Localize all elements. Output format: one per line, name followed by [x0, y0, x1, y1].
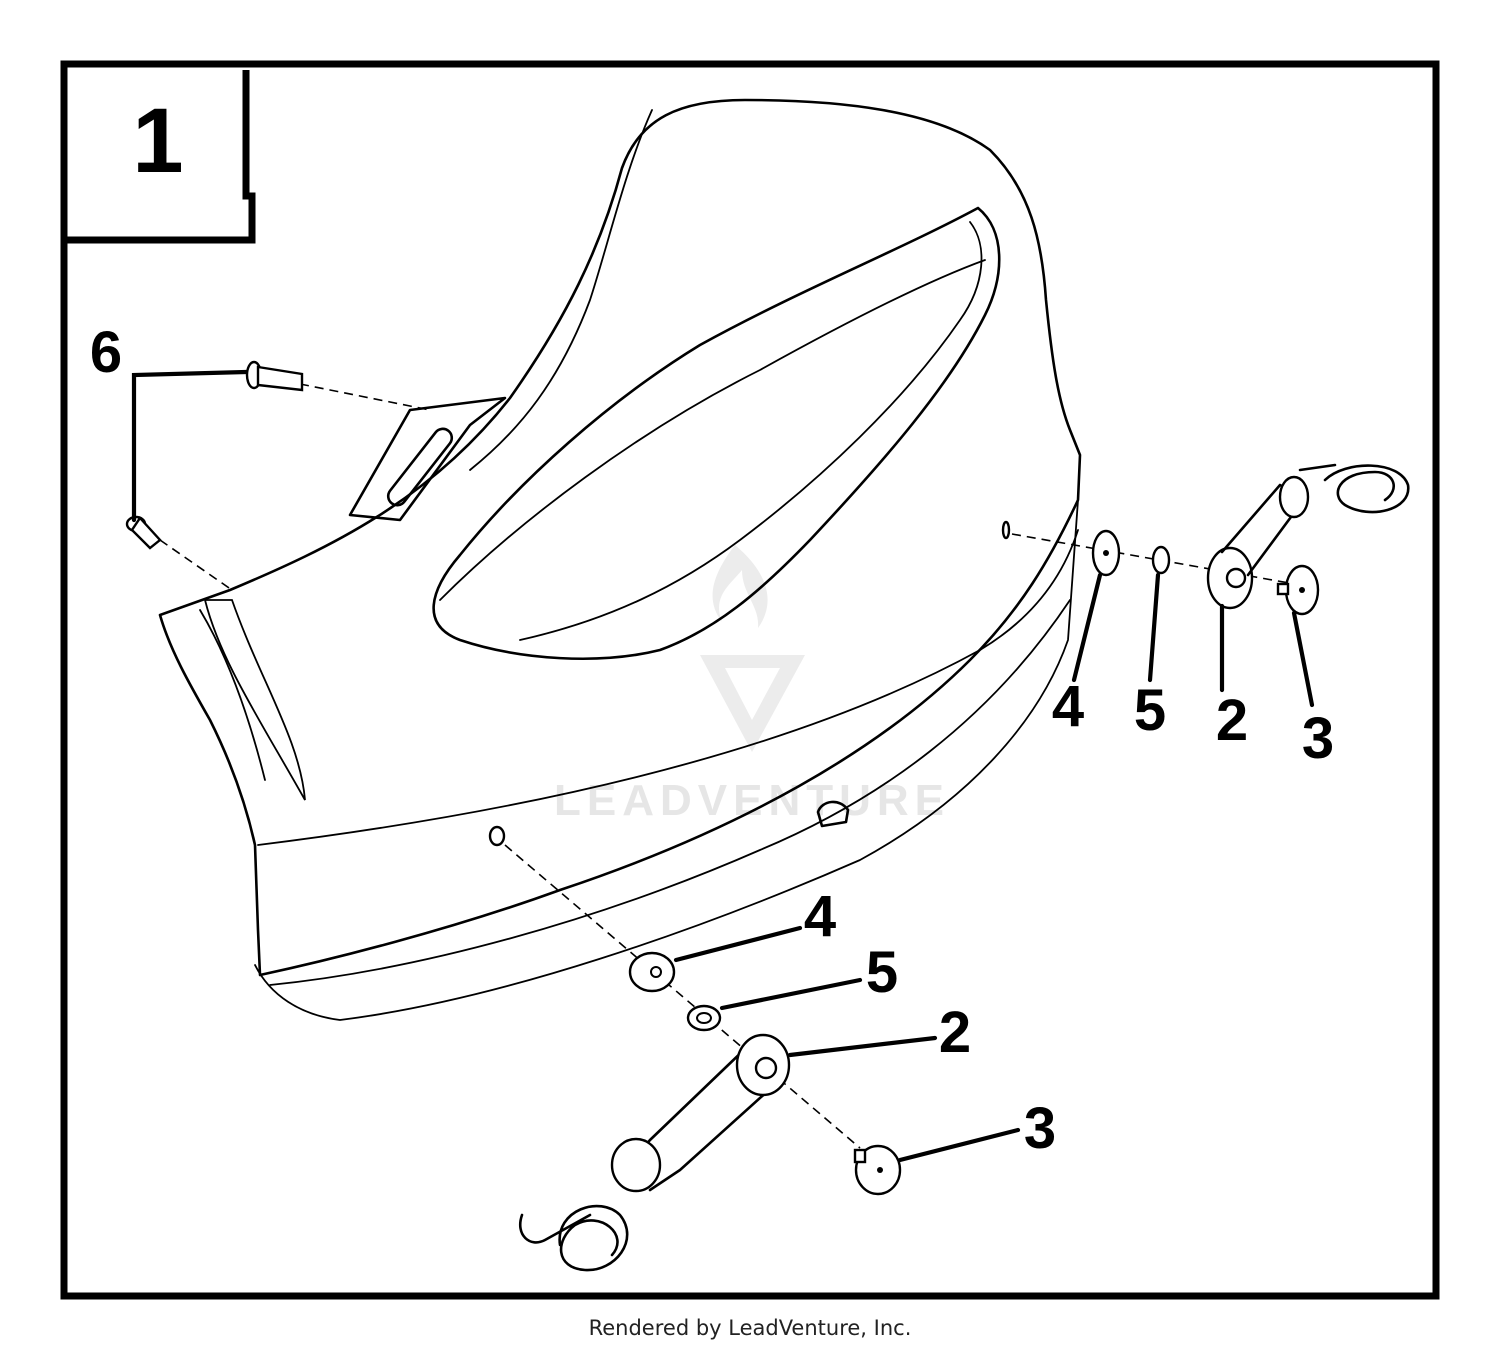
callout-6: 6 [90, 320, 122, 385]
seat-back-top-edge [469, 109, 653, 471]
seat-recess-inner [519, 221, 983, 641]
seat-lower-rim-line [269, 599, 1071, 986]
part-6-bolts [125, 360, 304, 550]
seat-bottom-rim [254, 499, 1079, 1021]
mount-hole-upper [1001, 520, 1011, 540]
seat-front-crease [257, 529, 1079, 846]
leader-lower-4 [673, 925, 803, 963]
callout-upper-5: 5 [1134, 678, 1166, 743]
leader-upper-5 [1147, 572, 1161, 683]
leadventure-flame-logo [700, 545, 805, 752]
callout-lower-4: 4 [804, 884, 836, 949]
leader-upper-4 [1071, 572, 1103, 683]
bolt-shank-lower [130, 516, 162, 550]
rim-pivot-tab [816, 800, 850, 828]
rendered-by-credit: Rendered by LeadVenture, Inc. [588, 1316, 912, 1340]
callout-lower-3: 3 [1024, 1096, 1056, 1161]
seat-recess-inner-2 [439, 259, 986, 601]
diagram-frame [60, 60, 1440, 1300]
callout-upper-2: 2 [1216, 688, 1248, 753]
seat-side-contour [199, 609, 266, 781]
watermark-text: LEADVENTURE [554, 776, 950, 825]
bolt-shank-upper [256, 365, 304, 392]
callout-lower-5: 5 [866, 940, 898, 1005]
bracket-slot [386, 427, 454, 507]
upper-spring-coil [1298, 463, 1410, 514]
lower-spring-pivot [610, 1137, 662, 1193]
upper-lockwasher-5 [1151, 545, 1171, 575]
seat-pan [158, 98, 1082, 1021]
mount-hole-lower [488, 825, 506, 847]
callout-lower-2: 2 [939, 1000, 971, 1065]
assembly-line-6a [299, 383, 431, 411]
slot-bracket [348, 396, 507, 522]
lower-hardware [519, 925, 1021, 1272]
seat-left-lip [203, 599, 306, 801]
assembly-line-6b [159, 539, 233, 591]
seat-cushion-recess [432, 206, 1001, 661]
callout-upper-4: 4 [1052, 674, 1084, 739]
leader-upper-3 [1291, 610, 1315, 708]
assembly-line-lower [504, 844, 861, 1149]
lower-spring-coil [519, 1204, 629, 1272]
seat-outer-outline [158, 98, 1082, 977]
callout-upper-3: 3 [1302, 706, 1334, 771]
figure-number-box [64, 70, 256, 244]
upper-hardware [1071, 463, 1410, 708]
figure-number: 1 [132, 90, 183, 192]
leader-lower-3 [897, 1127, 1021, 1163]
leader-6 [131, 369, 249, 523]
leader-lower-2 [787, 1035, 938, 1058]
leader-lower-5 [719, 977, 863, 1011]
leadventure-watermark: LEADVENTURE [554, 545, 950, 825]
